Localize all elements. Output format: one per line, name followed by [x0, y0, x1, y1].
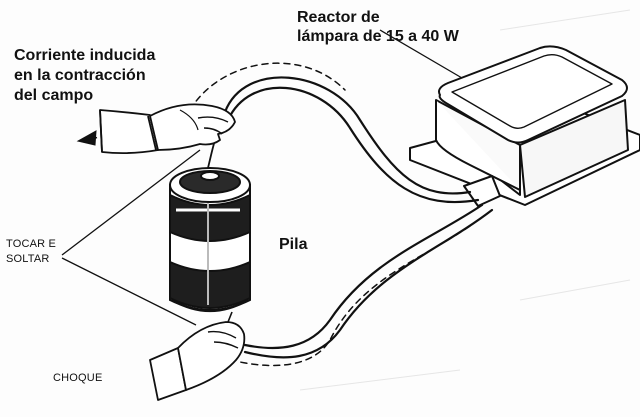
- ballast-reactor: [379, 29, 640, 207]
- induced-current-label-line1: Corriente inducida: [14, 47, 156, 64]
- touch-leader-lines: [61, 149, 201, 326]
- battery: [169, 167, 251, 313]
- touch-release-label-line1: TOCAR E: [6, 238, 57, 250]
- background-texture: [299, 9, 631, 391]
- reactor-label-line2: lámpara de 15 a 40 W: [297, 28, 459, 45]
- wires: [189, 62, 494, 367]
- touch-release-label-line2: SOLTAR: [6, 253, 50, 265]
- induced-current-label-line3: del campo: [14, 87, 94, 104]
- induced-current-label-line2: en la contracción: [14, 67, 146, 84]
- battery-label: Pila: [279, 236, 308, 253]
- shock-label: CHOQUE: [53, 372, 103, 384]
- lower-hand: [149, 311, 246, 401]
- reactor-label-line1: Reactor de: [297, 9, 380, 26]
- upper-hand: [99, 103, 236, 155]
